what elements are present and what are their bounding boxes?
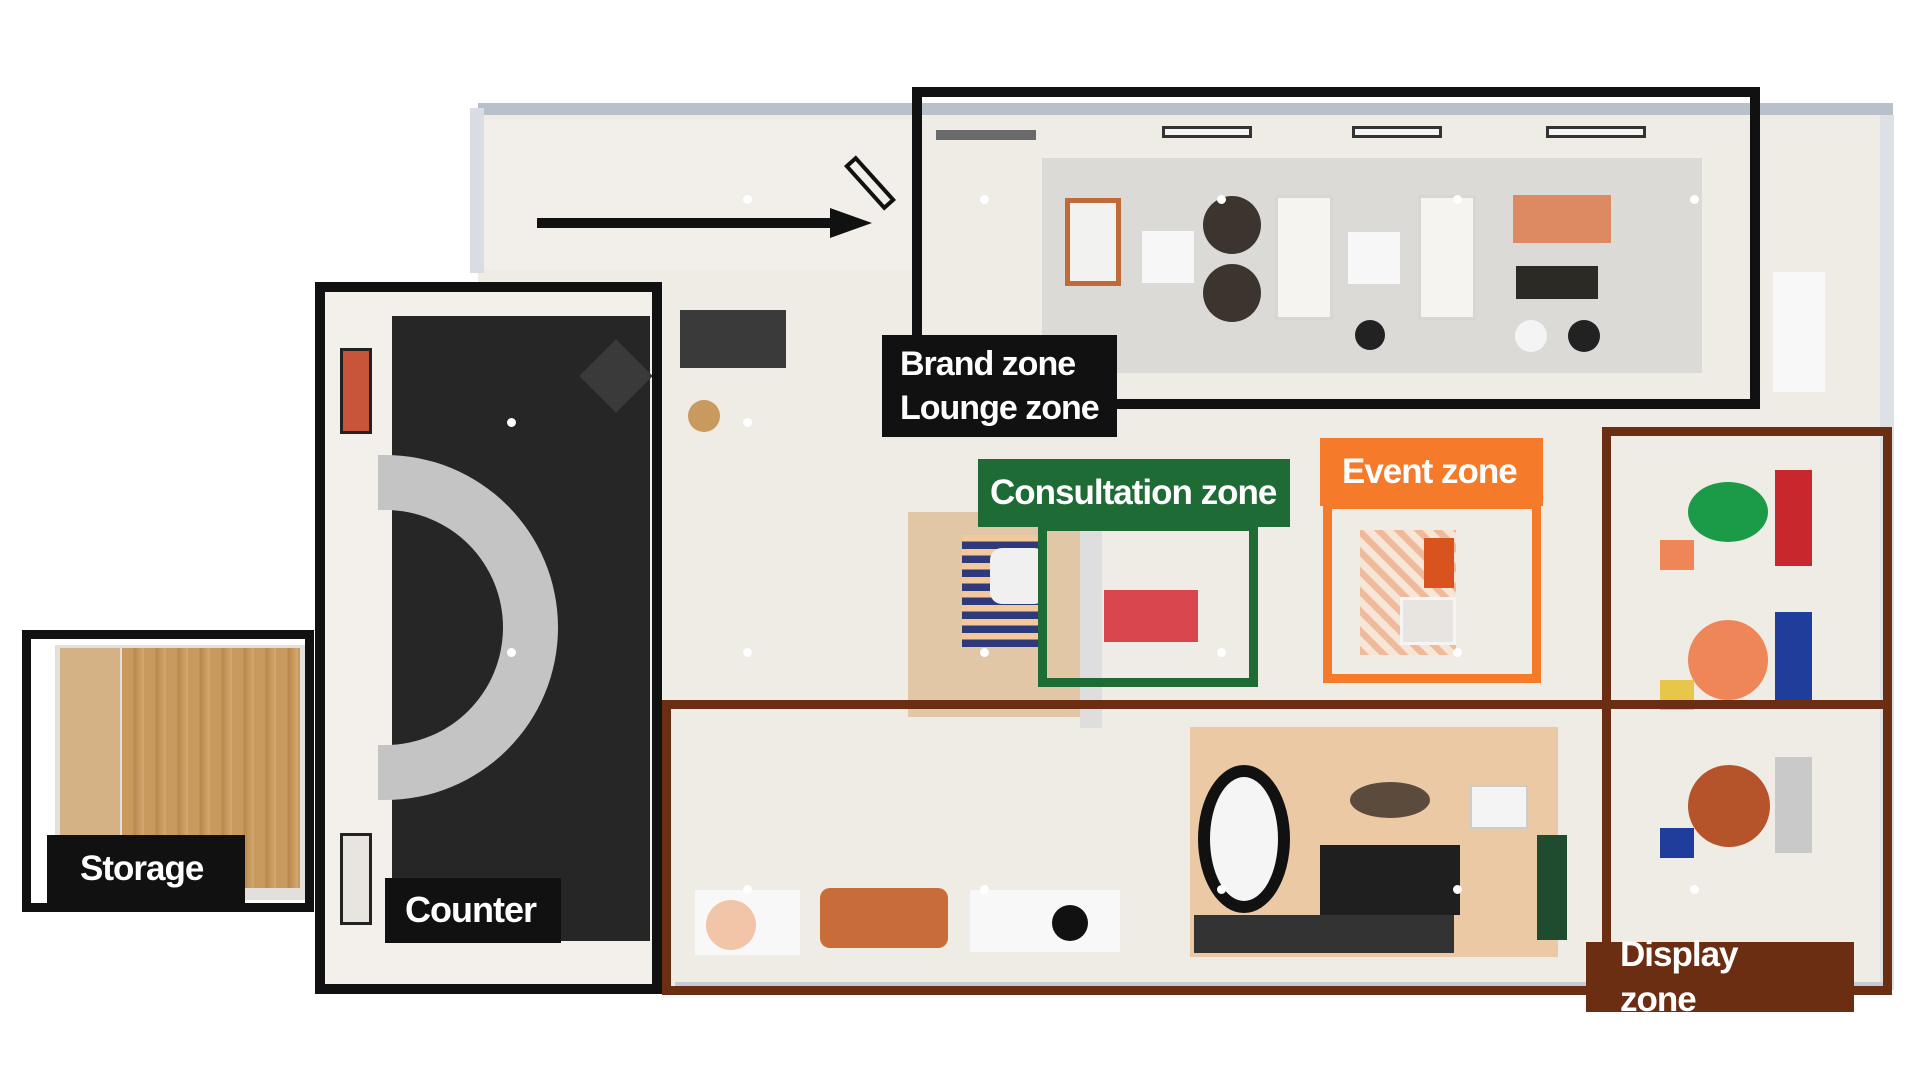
- stool-1: [1355, 320, 1385, 350]
- event-table: [1400, 597, 1456, 645]
- consultation-zone-label: Consultation zone: [978, 459, 1290, 527]
- counter-zone-label-text: Counter: [405, 889, 537, 931]
- counter-zone-outline: [315, 282, 662, 994]
- black-chair: [1052, 905, 1088, 941]
- light-dot: [1453, 648, 1462, 657]
- light-dot: [743, 195, 752, 204]
- small-stool-blue: [1660, 828, 1694, 858]
- bench-row: [1194, 915, 1454, 953]
- light-dot: [980, 195, 989, 204]
- light-dot: [1453, 195, 1462, 204]
- consultation-table: [1104, 590, 1198, 642]
- display-table-green: [1688, 482, 1768, 542]
- entrance-arrow-head: [830, 208, 872, 238]
- corridor-floor: [483, 120, 913, 270]
- consultation-zone-outline: [1038, 522, 1258, 687]
- round-table-1: [1203, 196, 1261, 254]
- light-dot: [743, 885, 752, 894]
- consultation-chair: [990, 548, 1046, 604]
- coffee-table: [1350, 782, 1430, 818]
- side-table-2: [1348, 232, 1400, 284]
- storage-zone-label-text: Storage: [80, 849, 204, 889]
- display-table-orange: [1688, 620, 1768, 700]
- light-dot: [1217, 195, 1226, 204]
- light-dot: [1453, 885, 1462, 894]
- armchair-3: [1418, 195, 1476, 320]
- brand-zone-label-line-2: Lounge zone: [900, 389, 1100, 427]
- white-counter-right: [970, 890, 1120, 952]
- light-dot: [507, 418, 516, 427]
- round-table-2: [1203, 264, 1261, 322]
- event-cabinet: [1424, 538, 1454, 588]
- light-dot: [743, 418, 752, 427]
- brand-zone-label-line-1: Brand zone: [900, 344, 1076, 383]
- white-chair: [1470, 785, 1528, 829]
- tall-cabinet: [1537, 835, 1567, 940]
- low-cabinet: [1516, 266, 1598, 299]
- display-zone-outline-lower: [662, 700, 1892, 995]
- display-bench-red: [1775, 470, 1812, 566]
- light-dot: [1217, 648, 1226, 657]
- light-dot: [1217, 885, 1226, 894]
- armchair-2: [1275, 195, 1333, 320]
- wood-stool: [688, 400, 720, 432]
- display-table-wood: [1688, 765, 1770, 847]
- light-dot: [980, 885, 989, 894]
- sofa-orange: [1513, 195, 1611, 243]
- ceiling-light-3: [1546, 126, 1646, 138]
- stool-2: [1515, 320, 1547, 352]
- left-wall: [470, 108, 484, 273]
- ceiling-light-1: [1162, 126, 1252, 138]
- wall-art-top: [340, 348, 372, 434]
- light-dot: [980, 648, 989, 657]
- display-zone-label: Display zone: [1586, 935, 1854, 1019]
- wall-art-bottom: [340, 833, 372, 925]
- display-zone-label-text: Display zone: [1620, 934, 1739, 1020]
- event-zone-label-text: Event zone: [1342, 452, 1518, 492]
- light-dot: [507, 648, 516, 657]
- low-sofa-orange: [820, 888, 948, 948]
- side-table-1: [1142, 231, 1194, 283]
- black-sofa: [1320, 845, 1460, 915]
- light-dot: [743, 648, 752, 657]
- light-dot: [1690, 195, 1699, 204]
- ceiling-light-2: [1352, 126, 1442, 138]
- pink-stool: [706, 900, 756, 950]
- storage-zone-label: Storage: [47, 835, 245, 903]
- event-zone-label: Event zone: [1320, 438, 1543, 506]
- small-stool-orange: [1660, 540, 1694, 570]
- brand-zone-outline: [912, 87, 1760, 409]
- storage-zone-outline: [22, 630, 314, 912]
- event-zone-outline: [1323, 500, 1541, 683]
- entrance-arrow-shaft: [537, 218, 837, 228]
- stool-3: [1568, 320, 1600, 352]
- display-bench-blue: [1775, 612, 1812, 708]
- counter-zone-label: Counter: [385, 878, 561, 943]
- brand-zone-label: Brand zone Lounge zone: [882, 335, 1117, 437]
- light-dot: [1690, 885, 1699, 894]
- armchair-1: [1065, 198, 1121, 286]
- display-bench-grey: [1775, 757, 1812, 853]
- wall-vent: [936, 130, 1036, 140]
- sofa-dark: [680, 310, 786, 368]
- consultation-zone-label-text: Consultation zone: [990, 473, 1277, 513]
- cafe-table: [1773, 272, 1825, 392]
